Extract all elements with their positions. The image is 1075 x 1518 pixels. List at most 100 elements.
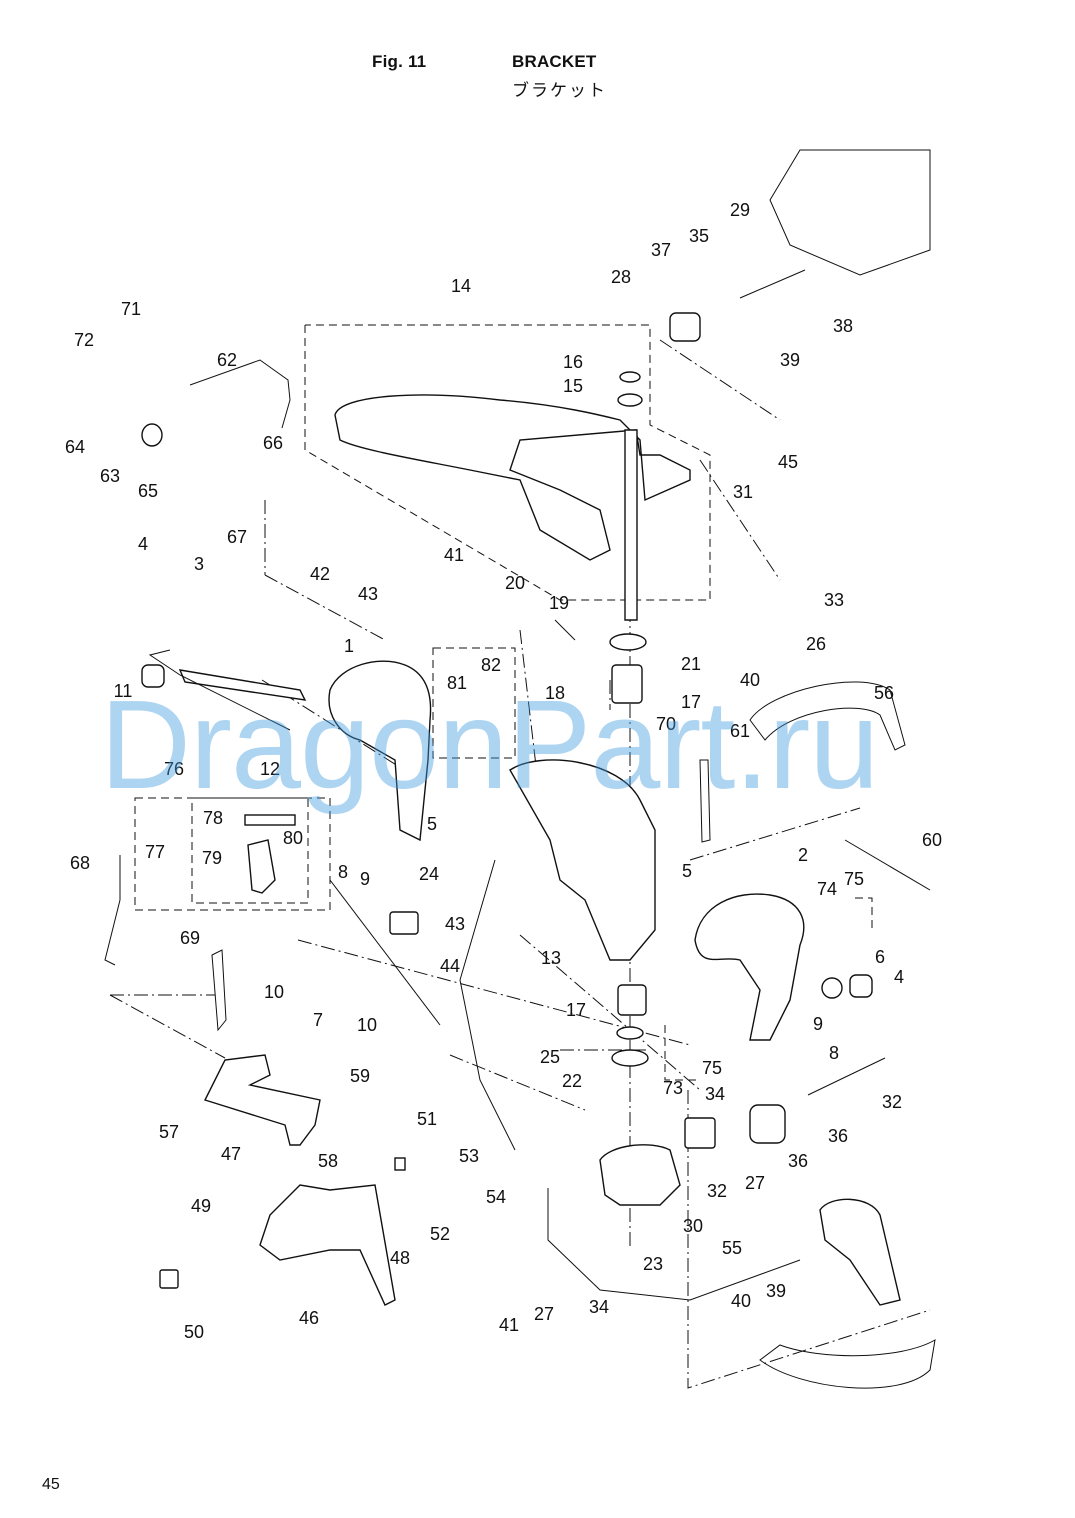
nut-6 [821, 977, 843, 999]
assembly-boxes [134, 324, 931, 1389]
callout-label: 39 [780, 350, 800, 370]
rod-61 [844, 839, 931, 891]
callout-label: 52 [430, 1224, 450, 1244]
callout-label: 34 [589, 1297, 609, 1317]
callout-label: 42 [310, 564, 330, 584]
callout-label: 70 [656, 714, 676, 734]
callout-label: 68 [70, 853, 90, 873]
callout-label: 45 [778, 452, 798, 472]
callout-label: 64 [65, 437, 85, 457]
callout-label: 3 [194, 554, 204, 574]
callout-label: 80 [283, 828, 303, 848]
callout-label: 75 [702, 1058, 722, 1078]
lower-casing [759, 1339, 936, 1389]
bushing-17-upper [611, 664, 643, 704]
callout-label: 28 [611, 267, 631, 287]
callout-label: 48 [390, 1248, 410, 1268]
stopper-arm [259, 1184, 396, 1306]
callout-label: 58 [318, 1151, 338, 1171]
callout-label: 14 [451, 276, 471, 296]
callout-label: 6 [875, 947, 885, 967]
swivel-case [509, 759, 656, 961]
engine-block-upper [769, 149, 931, 276]
callout-label: 2 [798, 845, 808, 865]
callout-label: 21 [681, 654, 701, 674]
washer-22 [611, 1049, 649, 1067]
callout-label: 5 [427, 814, 437, 834]
callout-label: 11 [114, 681, 133, 701]
callout-label: 25 [540, 1047, 560, 1067]
bolt-30 [739, 269, 806, 299]
callout-label: 65 [138, 481, 158, 501]
callout-label: 4 [894, 967, 904, 987]
callout-label: 34 [705, 1084, 725, 1104]
spring-19 [554, 619, 576, 641]
callout-label: 82 [481, 655, 501, 675]
callout-label: 24 [419, 864, 439, 884]
callout-label: 18 [545, 683, 565, 703]
callout-label: 66 [263, 433, 283, 453]
callout-label: 29 [730, 200, 750, 220]
callout-label: 17 [681, 692, 701, 712]
washer-21 [609, 633, 647, 651]
spring-79 [244, 814, 296, 826]
assembly-box-82-83 [432, 647, 516, 759]
callout-label: 9 [813, 1014, 823, 1034]
lower-mount-housing [599, 1144, 681, 1206]
callout-label: 27 [534, 1304, 554, 1324]
callout-label: 32 [707, 1181, 727, 1201]
callout-label: 41 [444, 545, 464, 565]
figure-number: Fig. 11 [372, 52, 427, 71]
steering-shaft [624, 429, 638, 621]
callout-label: 12 [260, 759, 280, 779]
callout-label: 30 [683, 1216, 703, 1236]
assembly-box-78 [191, 797, 309, 904]
assembly-box-75 [855, 897, 873, 930]
lower-mount-bracket [819, 1198, 901, 1306]
callout-label: 62 [217, 350, 237, 370]
callout-label: 60 [922, 830, 942, 850]
callout-label: 73 [663, 1078, 683, 1098]
rod-69 [104, 855, 121, 966]
washer-15 [617, 393, 643, 407]
callout-label: 51 [417, 1109, 437, 1129]
callout-label: 36 [788, 1151, 808, 1171]
assembly-box-mount [687, 1090, 931, 1389]
spring-71 [699, 759, 711, 843]
callout-label: 37 [651, 240, 671, 260]
page-number: 45 [42, 1476, 60, 1493]
callout-label: 19 [549, 593, 569, 613]
callout-label: 63 [100, 466, 120, 486]
callout-label: 7 [313, 1010, 323, 1030]
tilt-rod-7 [329, 879, 441, 1026]
lever-80 [247, 839, 276, 894]
callout-label: 50 [184, 1322, 204, 1342]
callout-label: 78 [203, 808, 223, 828]
bolt-33 [807, 1057, 886, 1096]
assembly-box-14 [304, 324, 711, 601]
callout-label: 8 [829, 1043, 839, 1063]
callout-label: 36 [828, 1126, 848, 1146]
callout-label: 41 [499, 1315, 519, 1335]
callout-label: 54 [486, 1187, 506, 1207]
callout-label: 27 [745, 1173, 765, 1193]
callout-label: 31 [733, 482, 753, 502]
callout-label: 43 [445, 914, 465, 934]
callout-label: 22 [562, 1071, 582, 1091]
assembly-box-74 [664, 1025, 700, 1081]
part-shapes [104, 149, 936, 1389]
bolt-51-head [159, 1269, 179, 1289]
ring-23 [616, 1026, 644, 1040]
callout-label: 57 [159, 1122, 179, 1142]
callout-label: 38 [833, 316, 853, 336]
mount-28 [749, 1104, 786, 1144]
stern-bracket-right [694, 893, 805, 1041]
tilt-lever [204, 1054, 321, 1146]
diagram-title-japanese: ブラケット [512, 81, 607, 100]
damper-35 [684, 1117, 716, 1149]
callout-label: 59 [350, 1066, 370, 1086]
callout-label: 5 [682, 861, 692, 881]
plate-44 [389, 911, 419, 935]
callout-labels: 1 2 3 4 4 5 5 6 7 8 8 9 9 10 10 11 12 13… [65, 200, 942, 1342]
callout-label: 33 [824, 590, 844, 610]
